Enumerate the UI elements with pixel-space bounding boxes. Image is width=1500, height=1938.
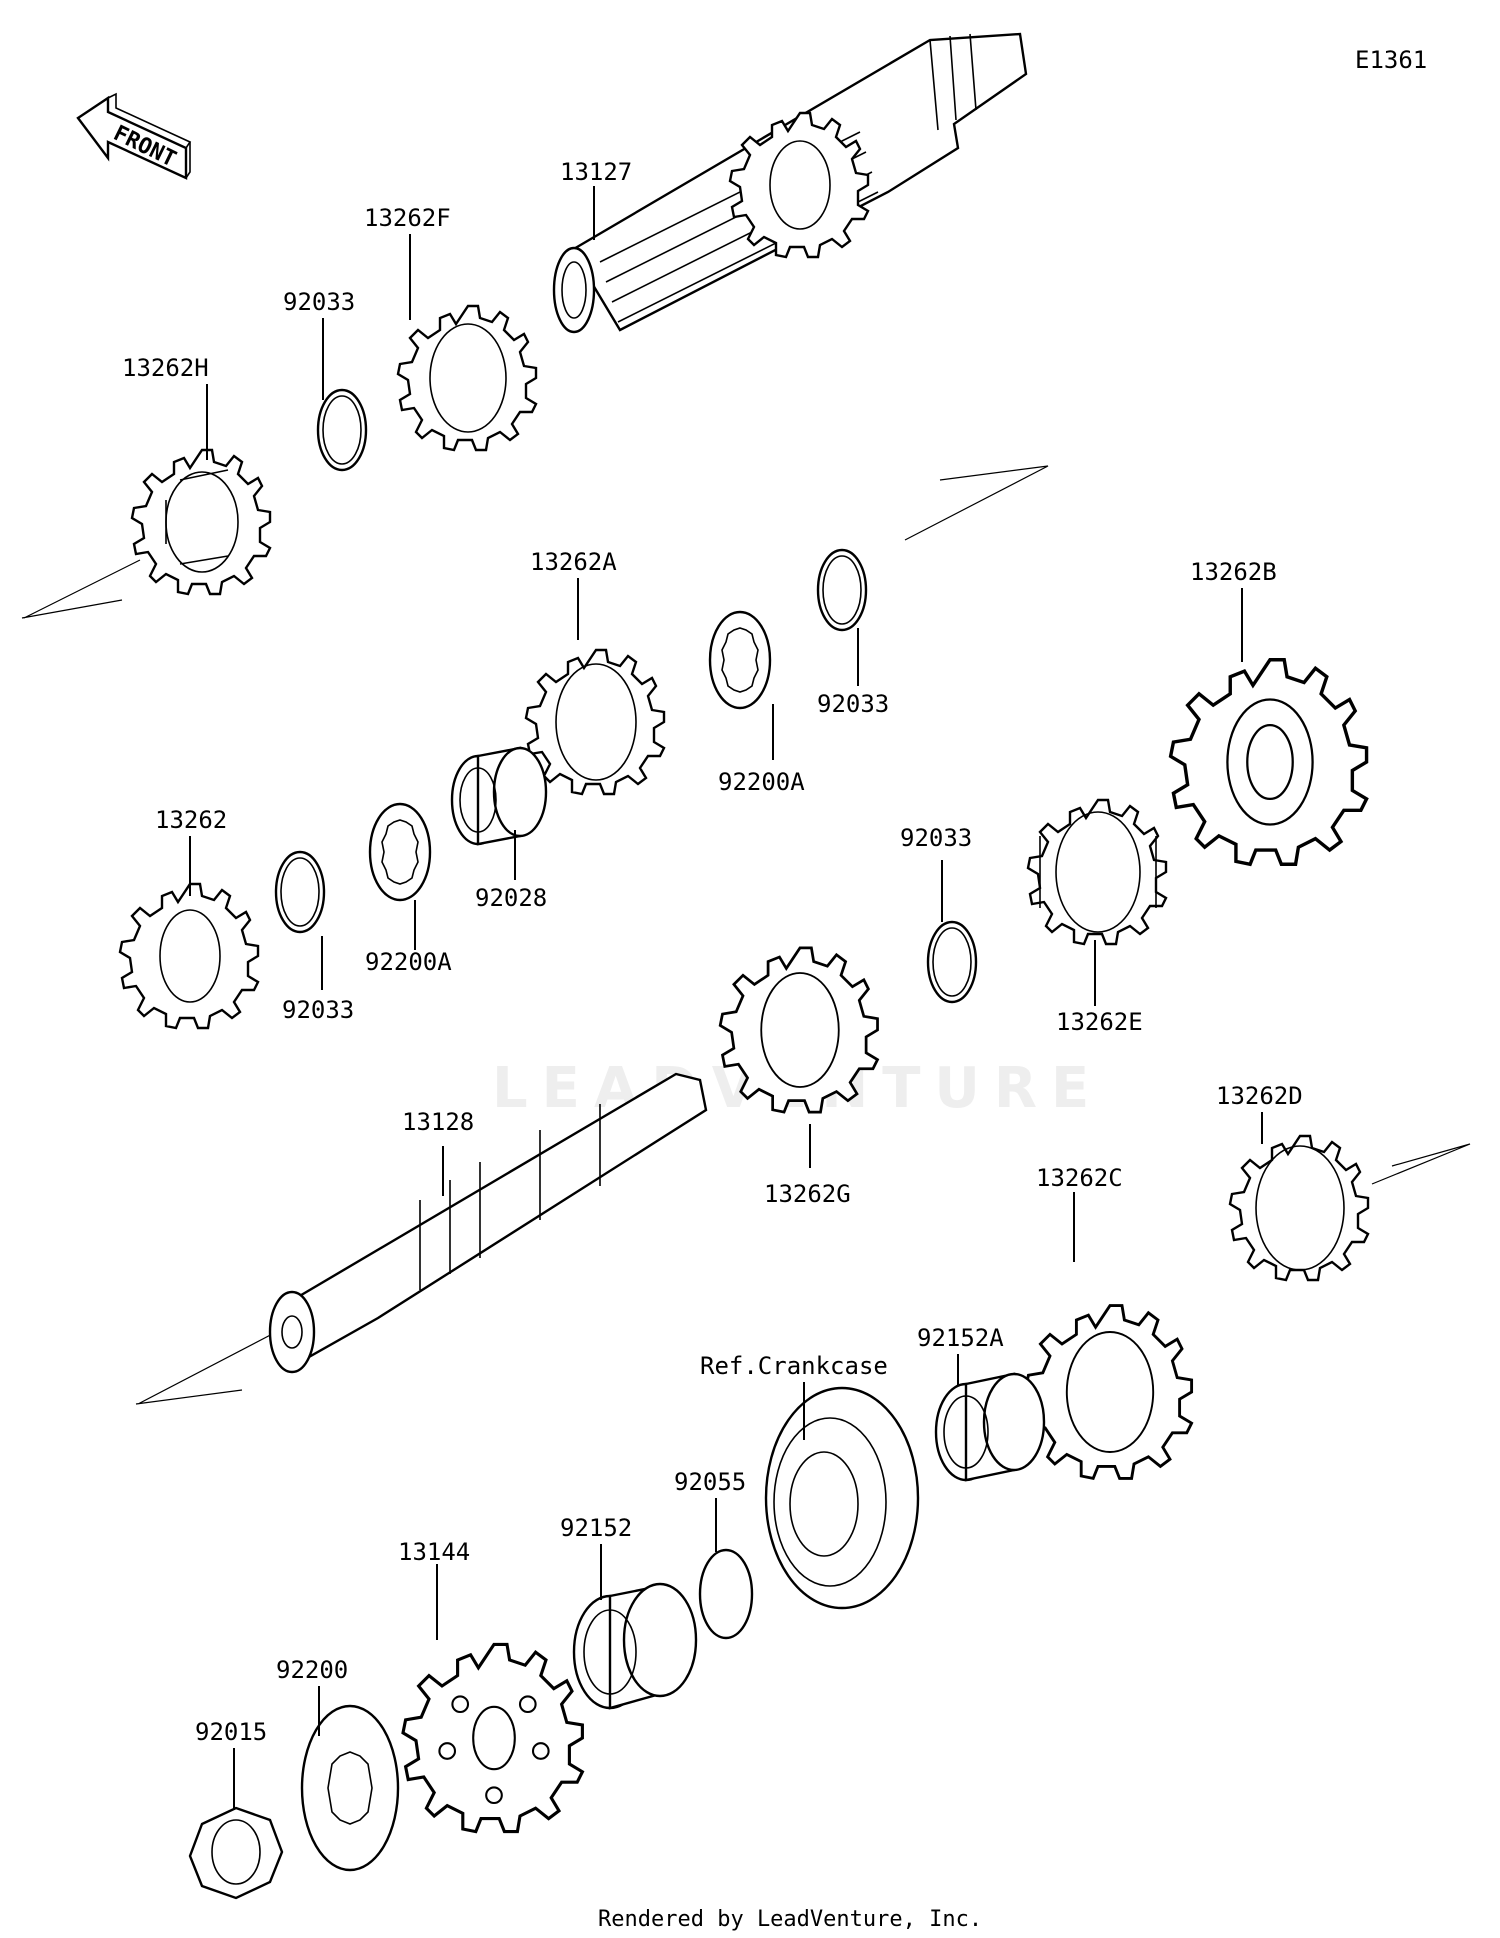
gear-13262F xyxy=(396,304,538,452)
nut-92015 xyxy=(188,1806,284,1900)
label-92200A-b: 92200A xyxy=(365,948,452,976)
washer-92200 xyxy=(300,1704,400,1872)
label-13262D: 13262D xyxy=(1216,1082,1303,1110)
bushing-92152A xyxy=(934,1372,1046,1482)
o-ring-92055 xyxy=(698,1548,754,1640)
label-92028: 92028 xyxy=(475,884,547,912)
label-92055: 92055 xyxy=(674,1468,746,1496)
gear-13262C xyxy=(1024,1304,1194,1480)
label-13262C: 13262C xyxy=(1036,1164,1123,1192)
bushing-92028 xyxy=(450,746,548,846)
gear-13262A xyxy=(524,648,666,796)
shaft-13127 xyxy=(552,32,1028,334)
label-92033-d: 92033 xyxy=(900,824,972,852)
circlip-92033-d xyxy=(926,920,978,1004)
gear-13262G xyxy=(718,946,879,1114)
label-92152A: 92152A xyxy=(917,1324,1004,1352)
axis-line-top xyxy=(21,465,1049,619)
label-13262G: 13262G xyxy=(764,1180,851,1208)
label-13262B: 13262B xyxy=(1190,558,1277,586)
gear-13262E xyxy=(1026,798,1168,946)
gear-13262B xyxy=(1168,658,1369,866)
leader-lines xyxy=(189,186,1263,1810)
label-92015: 92015 xyxy=(195,1718,267,1746)
label-92033-b: 92033 xyxy=(817,690,889,718)
label-13262: 13262 xyxy=(155,806,227,834)
label-92152: 92152 xyxy=(560,1514,632,1542)
gear-13262 xyxy=(118,882,260,1030)
circlip-92033-a xyxy=(316,388,368,472)
collar-92152 xyxy=(572,1582,698,1710)
label-92200A-a: 92200A xyxy=(718,768,805,796)
front-arrow-icon: FRONT xyxy=(76,92,192,180)
label-13262E: 13262E xyxy=(1056,1008,1143,1036)
label-13128: 13128 xyxy=(402,1108,474,1136)
credit-text: Rendered by LeadVenture, Inc. xyxy=(598,1907,982,1932)
label-13127: 13127 xyxy=(560,158,632,186)
washer-92200A-a xyxy=(708,610,772,710)
bearing-crankcase xyxy=(764,1386,920,1610)
label-13144: 13144 xyxy=(398,1538,470,1566)
gear-13262D xyxy=(1228,1134,1370,1282)
sprocket-13144 xyxy=(401,1642,584,1834)
label-92200: 92200 xyxy=(276,1656,348,1684)
label-13262F: 13262F xyxy=(364,204,451,232)
label-92033-a: 92033 xyxy=(283,288,355,316)
diagram-code: E1361 xyxy=(1355,46,1427,74)
circlip-92033-c xyxy=(274,850,326,934)
gear-13262H xyxy=(130,448,272,596)
washer-92200A-b xyxy=(368,802,432,902)
label-13262H: 13262H xyxy=(122,354,209,382)
shaft-13128 xyxy=(268,1072,708,1374)
label-13262A: 13262A xyxy=(530,548,617,576)
label-ref-crankcase: Ref.Crankcase xyxy=(700,1352,888,1380)
label-92033-c: 92033 xyxy=(282,996,354,1024)
axis-line-bottom xyxy=(135,1143,1471,1405)
circlip-92033-b xyxy=(816,548,868,632)
